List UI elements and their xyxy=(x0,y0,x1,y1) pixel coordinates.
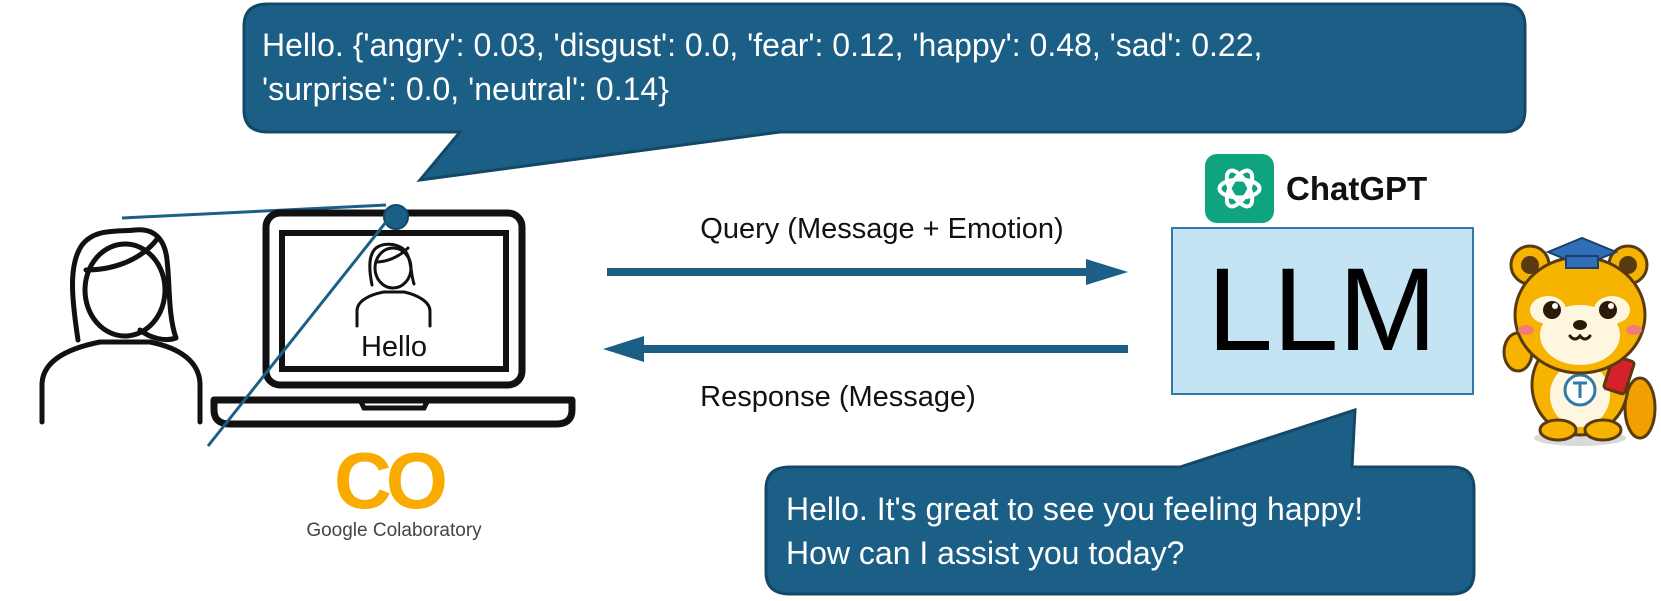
webcam-icon xyxy=(383,204,409,230)
colab-label: Google Colaboratory xyxy=(306,520,482,541)
llm-box xyxy=(1171,227,1474,395)
chatgpt-label: ChatGPT xyxy=(1286,170,1427,207)
top-speech-bubble: Hello. {'angry': 0.03, 'disgust': 0.0, '… xyxy=(242,2,1527,182)
bottom-speech-bubble: Hello. It's great to see you feeling hap… xyxy=(764,407,1476,596)
sight-line xyxy=(121,203,387,220)
llm-label: LLM xyxy=(1207,244,1437,376)
person-icon xyxy=(39,227,203,425)
mascot-icon xyxy=(1502,236,1657,446)
query-arrow xyxy=(607,259,1128,285)
colab-logo-text: CO xyxy=(334,436,445,525)
camera-view-line xyxy=(206,221,388,447)
query-label: Query (Message + Emotion) xyxy=(700,213,1063,245)
bottom-bubble-line2: How can I assist you today? xyxy=(786,535,1184,571)
response-label: Response (Message) xyxy=(700,381,976,413)
laptop-screen-text: Hello xyxy=(361,331,427,363)
top-bubble-line2: 'surprise': 0.0, 'neutral': 0.14} xyxy=(262,71,669,107)
bottom-bubble-line1: Hello. It's great to see you feeling hap… xyxy=(786,491,1363,527)
response-arrow xyxy=(603,336,1128,362)
colab-logo-icon: CO xyxy=(334,436,451,525)
screen-person-icon xyxy=(355,242,432,328)
top-bubble-line1: Hello. {'angry': 0.03, 'disgust': 0.0, '… xyxy=(262,27,1262,63)
laptop-icon xyxy=(210,209,576,428)
chatgpt-logo-icon xyxy=(1205,154,1274,223)
